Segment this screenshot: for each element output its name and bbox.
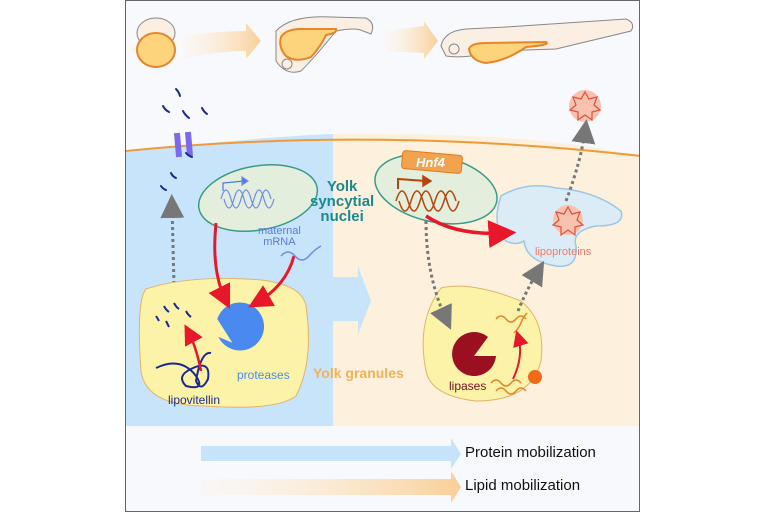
legend-arrow-lipid <box>201 471 461 503</box>
degradation-arrow <box>184 324 203 372</box>
ysn-nucleus-left <box>197 164 319 232</box>
glycerol-icon <box>528 370 542 384</box>
export-dotted-arrow <box>160 194 185 285</box>
legend-lipid-label: Lipid mobilization <box>465 477 581 494</box>
stage-zygote <box>136 17 176 68</box>
stage-arrow-2 <box>386 21 438 59</box>
hnf4-to-lipoprotein-arrow <box>425 214 517 249</box>
legend-arrow-protein <box>201 438 461 469</box>
secretion-dotted-arrow <box>564 119 596 202</box>
ysn-label-line1: Yolk <box>326 178 358 195</box>
lipoprotein-particle <box>551 205 585 237</box>
hnf4-badge <box>401 150 463 174</box>
ysn-label-line2: syncytial <box>310 193 375 210</box>
ysn-label-line3: nuclei <box>320 208 364 225</box>
lipoprotein-secreted <box>568 90 602 122</box>
maternal-mrna-line2: mRNA <box>263 236 296 248</box>
stage-embryo <box>275 16 374 73</box>
lipases-label: lipases <box>449 379 487 393</box>
figure-frame: Yolk syncytial nuclei maternal mRNA Hnf4… <box>125 0 640 512</box>
lipolysis-arrow <box>512 330 529 380</box>
ysn-label: Yolk syncytial nuclei <box>310 179 374 224</box>
dna-icon-right <box>395 174 460 212</box>
lipovitellin-icon <box>155 302 212 389</box>
ysn-to-protease-arrow <box>208 222 231 310</box>
proteases-label: proteases <box>237 368 290 382</box>
protease-icon <box>217 302 265 351</box>
yolk-granules-label: Yolk granules <box>313 365 404 381</box>
maternal-mrna-icon <box>280 245 322 261</box>
mrna-to-protease-arrow <box>248 255 296 308</box>
hnf4-label: Hnf4 <box>416 155 445 170</box>
dna-icon-left <box>220 175 275 209</box>
maternal-mrna-line1: maternal <box>258 225 301 237</box>
transporter-channel <box>173 131 194 158</box>
maternal-mrna-label: maternal mRNA <box>258 226 301 248</box>
peptide-fragments <box>160 88 208 191</box>
transition-arrow <box>333 266 371 334</box>
lipase-dotted-arrow <box>424 220 452 330</box>
lipoproteins-label: lipoproteins <box>535 246 592 258</box>
diagram-canvas <box>126 16 639 503</box>
legend-protein-label: Protein mobilization <box>465 444 596 461</box>
membrane <box>126 138 639 157</box>
stage-larva <box>440 18 634 65</box>
fatty-acid-icons <box>490 312 528 395</box>
lipovitellin-label: lipovitellin <box>168 393 221 407</box>
lipase-icon <box>452 332 496 377</box>
stage-arrow-1 <box>184 23 261 59</box>
